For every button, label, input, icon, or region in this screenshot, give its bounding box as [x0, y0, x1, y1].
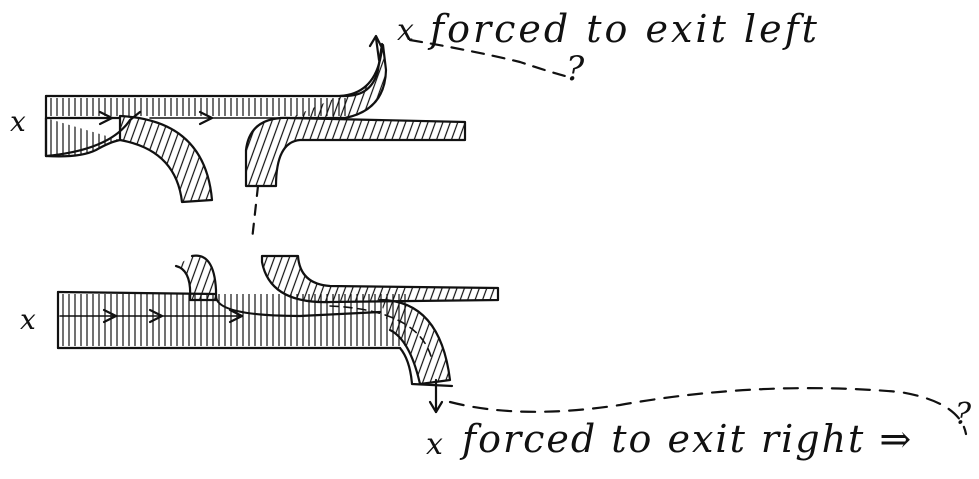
label-x-top: x — [397, 16, 414, 46]
label-x-bottom: x — [426, 430, 443, 460]
label-x-lower-left: x — [20, 306, 36, 334]
upper-corridor — [46, 36, 465, 202]
dashed-link-vertical — [252, 186, 258, 240]
question-mark-bottom: ? — [955, 400, 971, 430]
caption-forced-exit-left: forced to exit left — [430, 10, 820, 48]
label-x-upper-left: x — [10, 108, 26, 136]
lower-corridor — [58, 256, 498, 412]
caption-forced-exit-right: forced to exit right ⇒ — [462, 420, 913, 458]
question-mark-top: ? — [566, 52, 584, 86]
